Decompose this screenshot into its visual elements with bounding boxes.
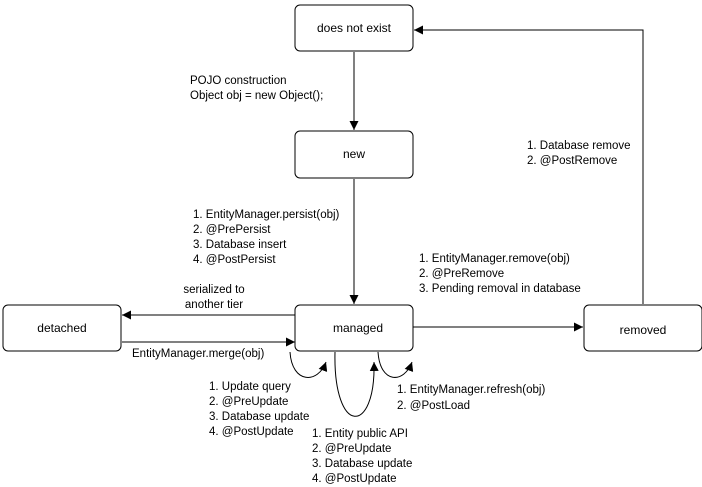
annotation-construction: POJO construction Object obj = new Objec… xyxy=(190,75,323,102)
annotation-line: 2. @PreUpdate xyxy=(312,443,391,455)
annotation-line: Object obj = new Object(); xyxy=(190,90,323,102)
edge-entity-api-loop xyxy=(334,351,379,417)
annotation-line: 1. Update query xyxy=(209,381,291,393)
annotation-line: 3. Pending removal in database xyxy=(419,283,581,295)
annotation-line: 3. Database insert xyxy=(193,239,287,251)
annotation-line: 1. EntityManager.refresh(obj) xyxy=(397,384,545,396)
annotation-line: 1. EntityManager.persist(obj) xyxy=(193,209,340,221)
annotation-line: 4. @PostPersist xyxy=(193,254,276,266)
annotation-line: another tier xyxy=(185,299,243,311)
state-does-not-exist: does not exist xyxy=(294,4,414,52)
state-label: managed xyxy=(333,321,383,335)
state-detached: detached xyxy=(2,304,122,352)
state-label: removed xyxy=(620,323,667,337)
annotation-update-query: 1. Update query 2. @PreUpdate 3. Databas… xyxy=(209,381,309,438)
annotation-line: 1. Entity public API xyxy=(312,428,408,440)
annotation-line: 2. @PostRemove xyxy=(527,155,617,167)
annotation-line: 3. Database update xyxy=(312,458,412,470)
state-label: detached xyxy=(37,321,86,335)
annotation-line: 2. @PreRemove xyxy=(419,268,504,280)
annotation-refresh: 1. EntityManager.refresh(obj) 2. @PostLo… xyxy=(397,384,545,412)
state-label: new xyxy=(343,147,365,161)
annotation-line: 2. @PrePersist xyxy=(193,224,271,236)
annotation-line: serialized to xyxy=(183,284,244,296)
annotation-database-remove: 1. Database remove 2. @PostRemove xyxy=(527,140,631,167)
annotation-entity-api: 1. Entity public API 2. @PreUpdate 3. Da… xyxy=(312,428,412,485)
edge-database-remove xyxy=(414,25,644,304)
state-managed: managed xyxy=(294,304,414,352)
edge-update-query-loop xyxy=(289,351,328,378)
annotation-line: 1. Database remove xyxy=(527,140,631,152)
annotation-persist: 1. EntityManager.persist(obj) 2. @PrePer… xyxy=(193,209,340,266)
annotation-merge: EntityManager.merge(obj) xyxy=(132,348,264,360)
annotation-remove: 1. EntityManager.remove(obj) 2. @PreRemo… xyxy=(419,253,581,295)
edge-refresh-loop xyxy=(377,351,414,378)
annotation-line: POJO construction xyxy=(190,75,287,87)
annotation-serialized: serialized to another tier xyxy=(183,284,244,311)
annotation-line: 1. EntityManager.remove(obj) xyxy=(419,253,570,265)
annotation-line: 2. @PostLoad xyxy=(397,400,470,412)
annotation-line: 4. @PostUpdate xyxy=(209,426,294,438)
annotation-line: 3. Database update xyxy=(209,411,309,423)
state-removed: removed xyxy=(583,304,702,352)
annotation-line: 4. @PostUpdate xyxy=(312,473,397,485)
state-new: new xyxy=(294,130,414,179)
annotation-line: 2. @PreUpdate xyxy=(209,396,288,408)
state-label: does not exist xyxy=(317,21,392,35)
